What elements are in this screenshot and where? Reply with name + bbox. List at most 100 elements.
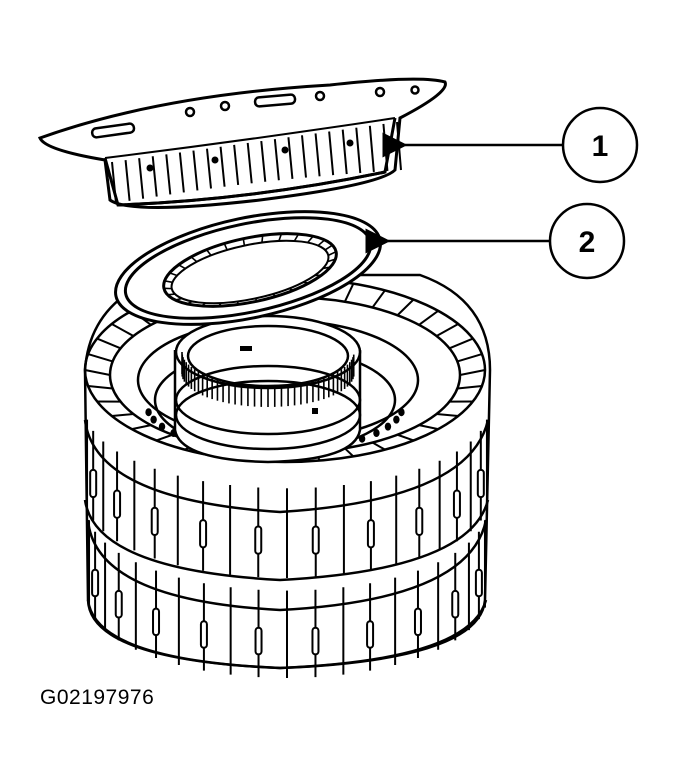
rim-tooth: [87, 384, 113, 390]
piston-rib: [124, 159, 131, 201]
flange-slots: [90, 85, 420, 139]
spline-tooth-slot: [476, 468, 485, 499]
piston-rib: [192, 150, 199, 191]
callout-2-number: 2: [579, 226, 596, 259]
clutch-drum: [83, 273, 492, 678]
ring-serration: [261, 235, 264, 243]
spline-tooth-slot: [199, 519, 208, 549]
bore-hole: [373, 429, 380, 438]
piston-rib: [355, 127, 362, 174]
ring-serration: [223, 243, 228, 251]
callout-1-number: 1: [592, 130, 609, 163]
bore-hole: [384, 422, 392, 431]
piston-rib: [341, 129, 348, 175]
bore-hole: [398, 408, 405, 417]
rim-tooth: [343, 283, 355, 303]
ring-serration: [186, 300, 193, 305]
bore-hole: [145, 408, 152, 417]
ring-serration: [327, 250, 337, 257]
spline-tooth-slot: [114, 589, 123, 619]
rim-tooth: [87, 353, 113, 363]
spline-tooth-slot: [451, 589, 460, 619]
spline-tooth-slot: [413, 607, 422, 637]
spline-tooth-slot: [150, 506, 159, 537]
ring-serration: [236, 301, 239, 305]
rim-tooth: [84, 369, 111, 376]
figure-id: G02197976: [40, 686, 155, 709]
ring-serration: [307, 235, 314, 244]
ring-serration: [322, 266, 331, 270]
piston-holes: [146, 139, 354, 172]
spline-tooth-slot: [254, 525, 263, 555]
ring-serration: [327, 258, 336, 263]
ring-serration: [164, 280, 173, 284]
bore-hole: [358, 434, 366, 443]
ring-serration: [254, 298, 258, 302]
spline-tooth-slot: [311, 525, 320, 555]
piston-rib: [151, 156, 158, 197]
rim-tooth: [418, 424, 439, 431]
spline-tooth-slot: [152, 607, 161, 637]
piston-rib: [246, 142, 253, 184]
piston-plate: [38, 77, 447, 209]
rim-tooth: [436, 323, 459, 337]
upper-spline-band: [83, 419, 490, 582]
ring-serration: [169, 272, 178, 277]
piston-rib: [165, 154, 172, 195]
ring-serration: [201, 302, 207, 307]
piston-rib: [314, 133, 321, 177]
spline-tooth-slot: [91, 568, 100, 598]
rim-tooth: [344, 447, 355, 458]
callout-2: 2: [365, 202, 626, 280]
center-hub: [173, 314, 362, 464]
ring-serration: [303, 281, 309, 284]
rim-tooth: [418, 310, 439, 326]
ring-serration: [317, 239, 326, 247]
spline-tooth-slot: [452, 489, 461, 519]
bore-hole: [158, 422, 166, 431]
piston-rib: [178, 152, 185, 193]
bore-hole: [150, 415, 157, 424]
rim-tooth: [457, 353, 483, 363]
ring-serration: [175, 297, 183, 301]
ring-serration: [324, 244, 333, 251]
thrust-ring: [114, 210, 382, 326]
ring-serration: [293, 233, 300, 242]
rim-tooth: [459, 369, 486, 376]
spline-tooth-slot: [366, 519, 375, 549]
callout-1: 1: [382, 106, 639, 184]
rim-tooth: [131, 424, 152, 431]
rim-tooth: [111, 413, 134, 417]
spline-tooth-slot: [311, 626, 320, 656]
ring-serration: [278, 233, 283, 242]
spline-tooth-slot: [474, 568, 483, 598]
ring-serration: [167, 293, 176, 296]
rim-tooth: [372, 441, 386, 451]
rim-tooth: [449, 337, 474, 350]
rim-tooth: [111, 323, 134, 337]
rim-tooth: [396, 298, 415, 316]
callout-2-circle: [548, 202, 626, 280]
bore-hole: [393, 415, 400, 424]
callout-1-circle: [561, 106, 639, 184]
ring-serration: [218, 302, 222, 307]
piston-rib: [233, 144, 240, 186]
piston-rib: [260, 140, 267, 182]
piston-rib: [301, 135, 307, 178]
piston-rib: [368, 125, 375, 173]
rim-tooth: [436, 413, 459, 417]
piston-rib: [328, 131, 335, 176]
rim-tooth: [397, 433, 414, 442]
piston-rib: [273, 139, 280, 181]
lower-spline-band: [86, 519, 488, 678]
ring-serration: [178, 264, 186, 270]
spline-tooth-slot: [366, 620, 375, 649]
rim-tooth: [371, 289, 386, 309]
ring-serration: [190, 256, 198, 263]
spline-tooth-slot: [254, 626, 263, 656]
spline-tooth-slot: [199, 620, 208, 649]
ring-serration: [242, 238, 246, 246]
spline-tooth-slot: [113, 489, 122, 519]
rim-tooth: [96, 337, 121, 350]
